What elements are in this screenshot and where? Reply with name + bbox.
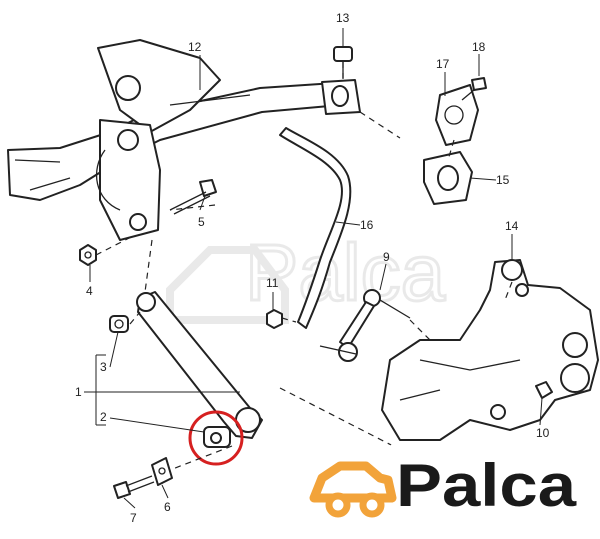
- assembly-lines: [95, 62, 513, 471]
- callout-16: 16: [360, 218, 374, 232]
- callout-10: 10: [536, 426, 550, 440]
- control-arm: [136, 291, 263, 439]
- callout-3: 3: [100, 360, 107, 374]
- callout-12: 12: [188, 40, 202, 54]
- highlight-circle: [188, 410, 244, 466]
- clamp-17: [435, 77, 487, 146]
- wheel-carrier: [381, 259, 599, 441]
- callout-7: 7: [130, 511, 137, 525]
- callout-14: 14: [505, 219, 519, 233]
- callout-labels: 12 13 18 17 15 16 14 9 11 5 4 3 1 2 10 6…: [75, 11, 550, 525]
- callout-9: 9: [383, 250, 390, 264]
- subframe-crossmember: [7, 39, 353, 241]
- callout-6: 6: [164, 500, 171, 514]
- nut-11: [266, 309, 283, 329]
- bushing-3: [109, 315, 129, 333]
- logo-text: Palca: [396, 452, 577, 519]
- callout-13: 13: [336, 11, 350, 25]
- highlighted-bushing: [188, 410, 244, 466]
- bolt-7: [113, 475, 155, 499]
- coupling-rod: [319, 289, 411, 362]
- bushing-15: [423, 151, 473, 205]
- washer-6: [151, 457, 173, 486]
- callout-17: 17: [436, 57, 450, 71]
- palca-logo: Palca: [309, 442, 588, 522]
- callout-15: 15: [496, 173, 510, 187]
- watermark-text: Palca: [245, 228, 446, 317]
- callout-18: 18: [472, 40, 486, 54]
- callout-1: 1: [75, 385, 82, 399]
- car-logo-icon: [309, 461, 397, 518]
- callout-4: 4: [86, 284, 93, 298]
- nut-4: [79, 244, 97, 266]
- stabilizer-bar: [279, 127, 352, 329]
- callout-2: 2: [100, 410, 107, 424]
- bushing-13: [321, 46, 361, 115]
- bolt-5: [169, 179, 217, 215]
- group-bracket: [84, 354, 106, 426]
- callout-11: 11: [266, 276, 279, 290]
- callout-5: 5: [198, 215, 205, 229]
- leader-lines: [89, 28, 543, 509]
